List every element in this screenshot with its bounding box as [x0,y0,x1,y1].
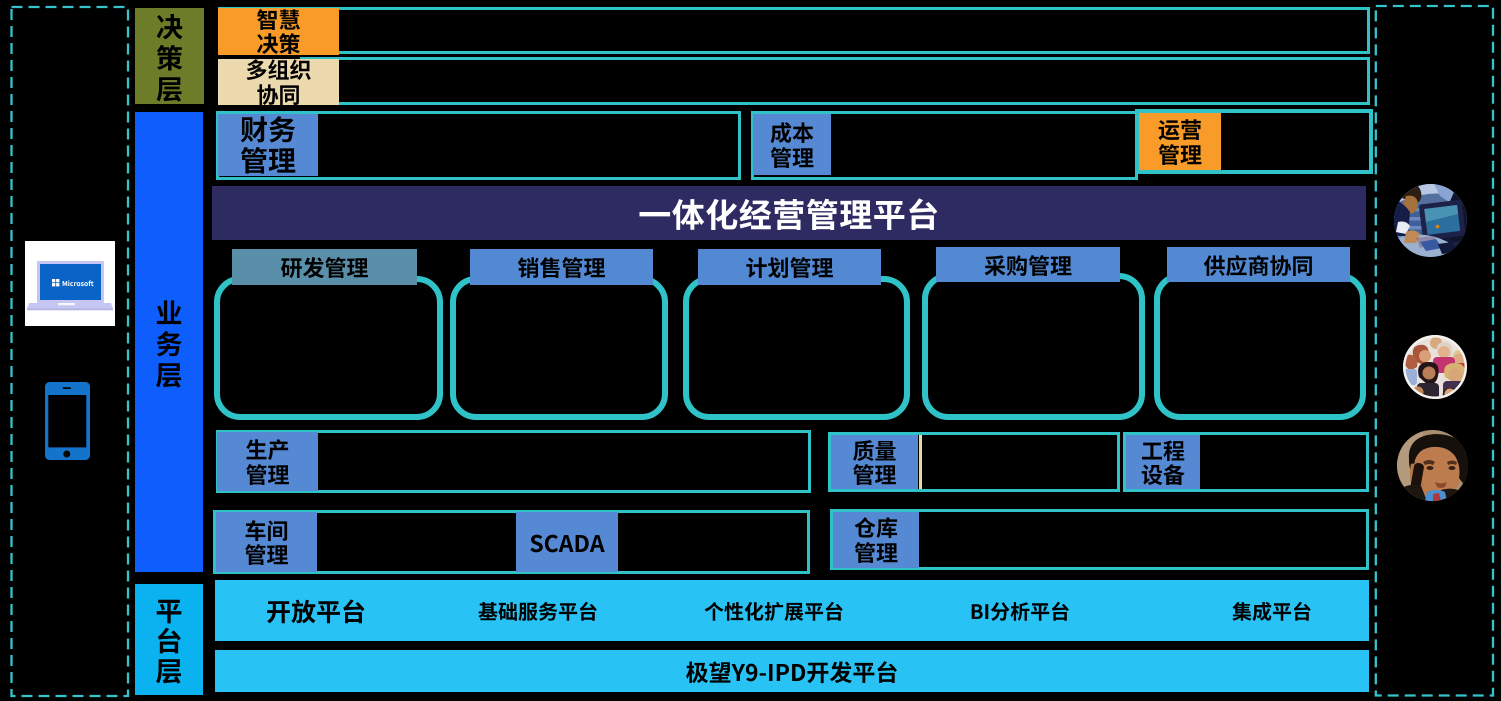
svg-text:Microsoft: Microsoft [62,278,94,288]
